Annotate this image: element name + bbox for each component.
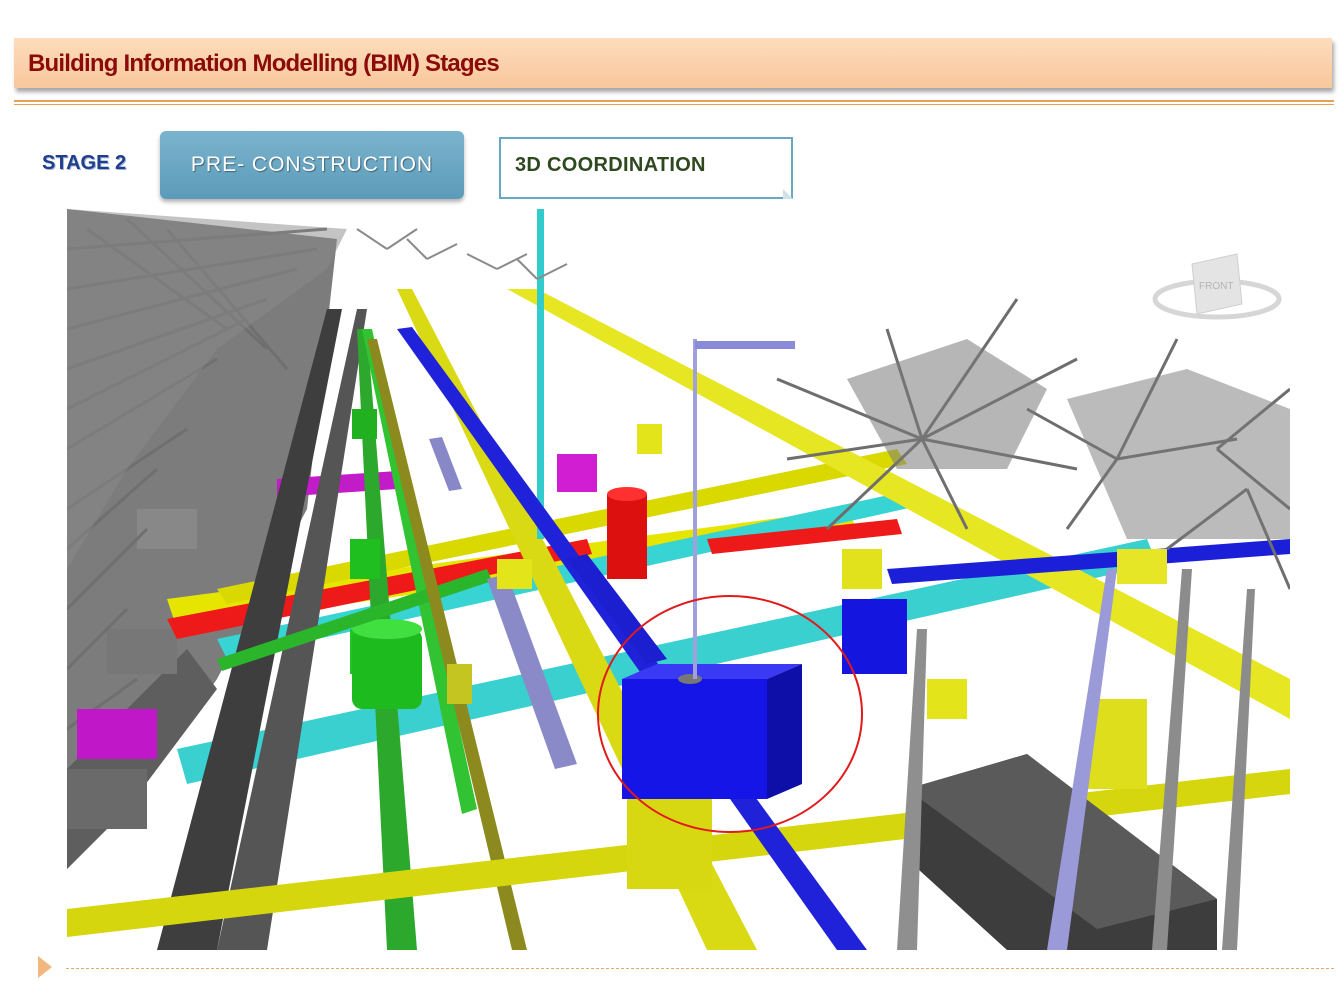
- blue-tank: [622, 679, 767, 799]
- title-bar: Building Information Modelling (BIM) Sta…: [14, 38, 1332, 88]
- planter-box: [107, 629, 177, 674]
- red-pipe: [707, 519, 902, 554]
- lamp-post: [693, 339, 697, 679]
- palm-tree-row-far: [356, 228, 568, 280]
- cyan-pipe: [177, 539, 1157, 784]
- planter-box: [67, 769, 147, 829]
- page-title: Building Information Modelling (BIM) Sta…: [28, 50, 500, 77]
- gray-pipe: [157, 309, 342, 950]
- lavender-duct: [487, 574, 577, 769]
- magenta-box: [557, 454, 597, 492]
- palm-tree-right: [897, 569, 1255, 950]
- pre-construction-button[interactable]: PRE- CONSTRUCTION: [160, 131, 464, 199]
- footer-arrow-icon: [38, 956, 52, 978]
- gray-pipe: [217, 309, 367, 950]
- yellow-pipe: [507, 289, 1290, 719]
- footer-divider: [66, 968, 1334, 969]
- stage-label: STAGE 2: [42, 152, 127, 174]
- title-divider-thin: [14, 104, 1334, 105]
- view-cube-label: FRONT: [1199, 281, 1233, 292]
- highlight-circle: [597, 595, 863, 833]
- junction-box: [627, 799, 712, 889]
- lamp-arm: [695, 341, 795, 349]
- olive-pipe: [367, 339, 527, 950]
- coordination-label: 3D COORDINATION: [515, 154, 706, 176]
- pre-construction-label: PRE- CONSTRUCTION: [190, 153, 434, 176]
- view-cube[interactable]: FRONT: [1152, 253, 1282, 320]
- title-divider: [14, 100, 1334, 102]
- green-pipe: [217, 569, 492, 671]
- yellow-pipe: [217, 449, 907, 604]
- cyan-riser: [537, 209, 544, 539]
- coordination-box: 3D COORDINATION: [499, 137, 793, 199]
- bim-3d-model-render[interactable]: FRONT: [67, 209, 1290, 950]
- green-valve: [352, 629, 422, 709]
- blue-duct: [887, 539, 1290, 584]
- red-tank: [607, 494, 647, 579]
- blue-tank: [842, 599, 907, 674]
- magenta-box: [77, 709, 157, 759]
- page-fold: [783, 189, 793, 199]
